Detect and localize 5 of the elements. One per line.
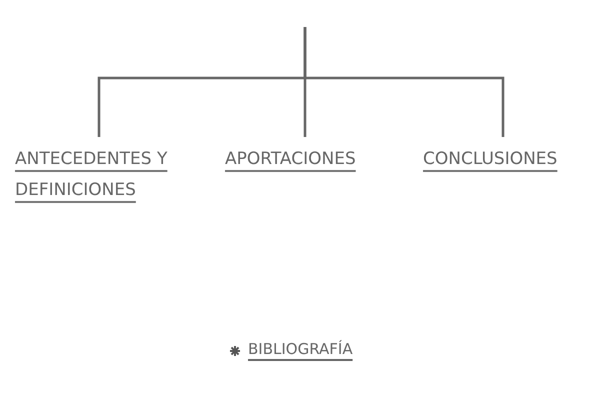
heading-text: APORTACIONES: [225, 149, 356, 169]
heading-text: ANTECEDENTES Y DEFINICIONES: [15, 149, 168, 200]
section-label: BIBLIOGRAFÍA: [248, 340, 353, 358]
heading-text: CONCLUSIONES: [423, 149, 558, 169]
connector-line: [304, 27, 504, 137]
